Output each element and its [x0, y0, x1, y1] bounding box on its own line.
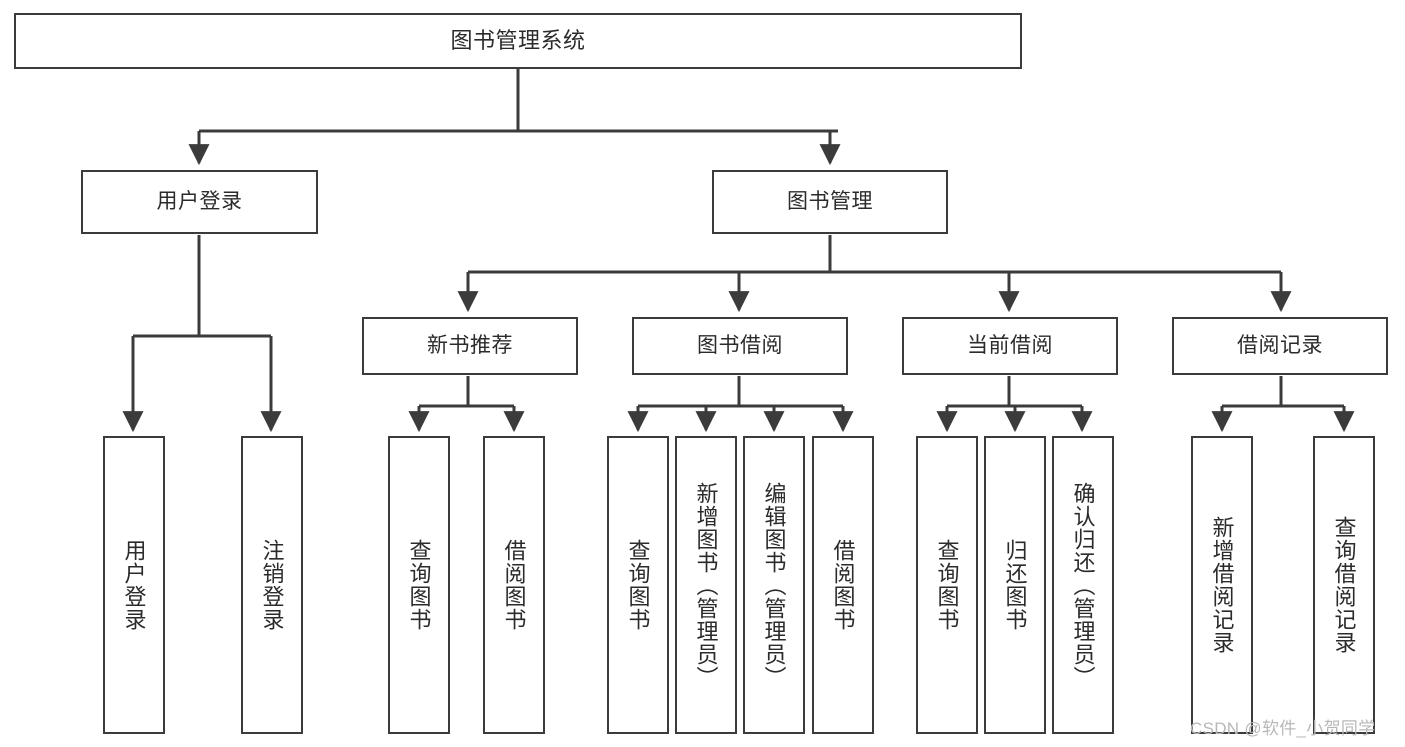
node-label: 当前借阅	[967, 333, 1053, 357]
leaf-edit-book-admin[interactable]: 编辑图书（管理员）	[743, 436, 805, 734]
node-borrow-record[interactable]: 借阅记录	[1172, 317, 1388, 375]
node-label: 借阅图书	[501, 539, 527, 631]
leaf-query-book-recommend[interactable]: 查询图书	[388, 436, 450, 734]
node-label: 查询图书	[934, 539, 960, 631]
leaf-borrow-book[interactable]: 借阅图书	[812, 436, 874, 734]
leaf-query-book-current[interactable]: 查询图书	[916, 436, 978, 734]
node-label: 确认归还（管理员）	[1070, 481, 1096, 689]
leaf-borrow-book-recommend[interactable]: 借阅图书	[483, 436, 545, 734]
node-label: 查询图书	[406, 539, 432, 631]
node-label: 归还图书	[1002, 539, 1028, 631]
node-label: 新增借阅记录	[1209, 516, 1235, 654]
leaf-add-book-admin[interactable]: 新增图书（管理员）	[675, 436, 737, 734]
node-label: 借阅图书	[830, 539, 856, 631]
node-label: 用户登录	[121, 539, 147, 631]
node-label: 用户登录	[156, 189, 243, 213]
node-new-book-recommend[interactable]: 新书推荐	[362, 317, 578, 375]
leaf-confirm-return-admin[interactable]: 确认归还（管理员）	[1052, 436, 1114, 734]
node-root-system[interactable]: 图书管理系统	[14, 13, 1022, 69]
leaf-return-book[interactable]: 归还图书	[984, 436, 1046, 734]
node-label: 注销登录	[259, 539, 285, 631]
watermark: CSDN @软件_小贺同学	[1190, 719, 1376, 738]
node-label: 图书管理系统	[450, 28, 586, 54]
leaf-query-borrow-record[interactable]: 查询借阅记录	[1313, 436, 1375, 734]
node-label: 新增图书（管理员）	[693, 481, 719, 689]
node-label: 图书管理	[787, 189, 873, 213]
node-user-login[interactable]: 用户登录	[81, 170, 318, 234]
node-label: 图书借阅	[697, 333, 783, 357]
leaf-query-book-borrow[interactable]: 查询图书	[607, 436, 669, 734]
node-label: 查询借阅记录	[1331, 516, 1357, 654]
node-current-borrow[interactable]: 当前借阅	[902, 317, 1118, 375]
leaf-add-borrow-record[interactable]: 新增借阅记录	[1191, 436, 1253, 734]
leaf-logout[interactable]: 注销登录	[241, 436, 303, 734]
node-label: 借阅记录	[1237, 333, 1323, 357]
node-label: 编辑图书（管理员）	[761, 481, 787, 689]
node-book-management[interactable]: 图书管理	[712, 170, 948, 234]
node-label: 查询图书	[625, 539, 651, 631]
node-book-borrow[interactable]: 图书借阅	[632, 317, 848, 375]
leaf-user-login[interactable]: 用户登录	[103, 436, 165, 734]
node-label: 新书推荐	[427, 333, 513, 357]
